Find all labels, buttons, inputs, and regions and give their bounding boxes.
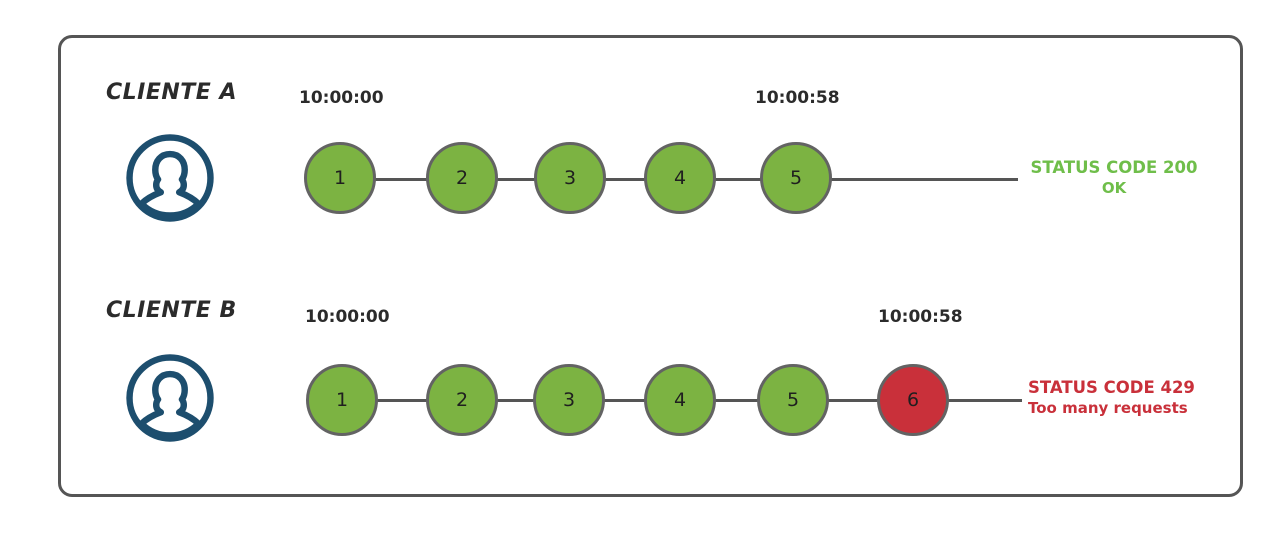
client-b-end-time: 10:00:58 xyxy=(878,307,963,327)
status-code-line: STATUS CODE 200 xyxy=(1030,158,1198,177)
request-node[interactable]: 5 xyxy=(757,364,829,436)
request-node[interactable]: 3 xyxy=(533,364,605,436)
client-a-label: CLIENTE A xyxy=(106,80,238,105)
status-code-line: STATUS CODE 429 xyxy=(1028,378,1195,397)
client-a-status: STATUS CODE 200 OK xyxy=(1024,158,1204,197)
client-b-label: CLIENTE B xyxy=(106,298,237,323)
diagram-frame xyxy=(58,35,1243,497)
request-node[interactable]: 1 xyxy=(304,142,376,214)
request-node[interactable]: 1 xyxy=(306,364,378,436)
request-node[interactable]: 3 xyxy=(534,142,606,214)
status-text-line: Too many requests xyxy=(1028,398,1188,417)
request-node[interactable]: 2 xyxy=(426,364,498,436)
request-node-rate-limited[interactable]: 6 xyxy=(877,364,949,436)
request-node[interactable]: 5 xyxy=(760,142,832,214)
client-a-start-time: 10:00:00 xyxy=(299,88,384,108)
status-text-line: OK xyxy=(1101,178,1127,197)
user-avatar-icon xyxy=(124,132,216,224)
request-node[interactable]: 4 xyxy=(644,142,716,214)
user-avatar-icon xyxy=(124,352,216,444)
client-b-start-time: 10:00:00 xyxy=(305,307,390,327)
client-b-status: STATUS CODE 429 Too many requests xyxy=(1028,378,1238,417)
request-node[interactable]: 4 xyxy=(644,364,716,436)
request-node[interactable]: 2 xyxy=(426,142,498,214)
client-a-end-time: 10:00:58 xyxy=(755,88,840,108)
